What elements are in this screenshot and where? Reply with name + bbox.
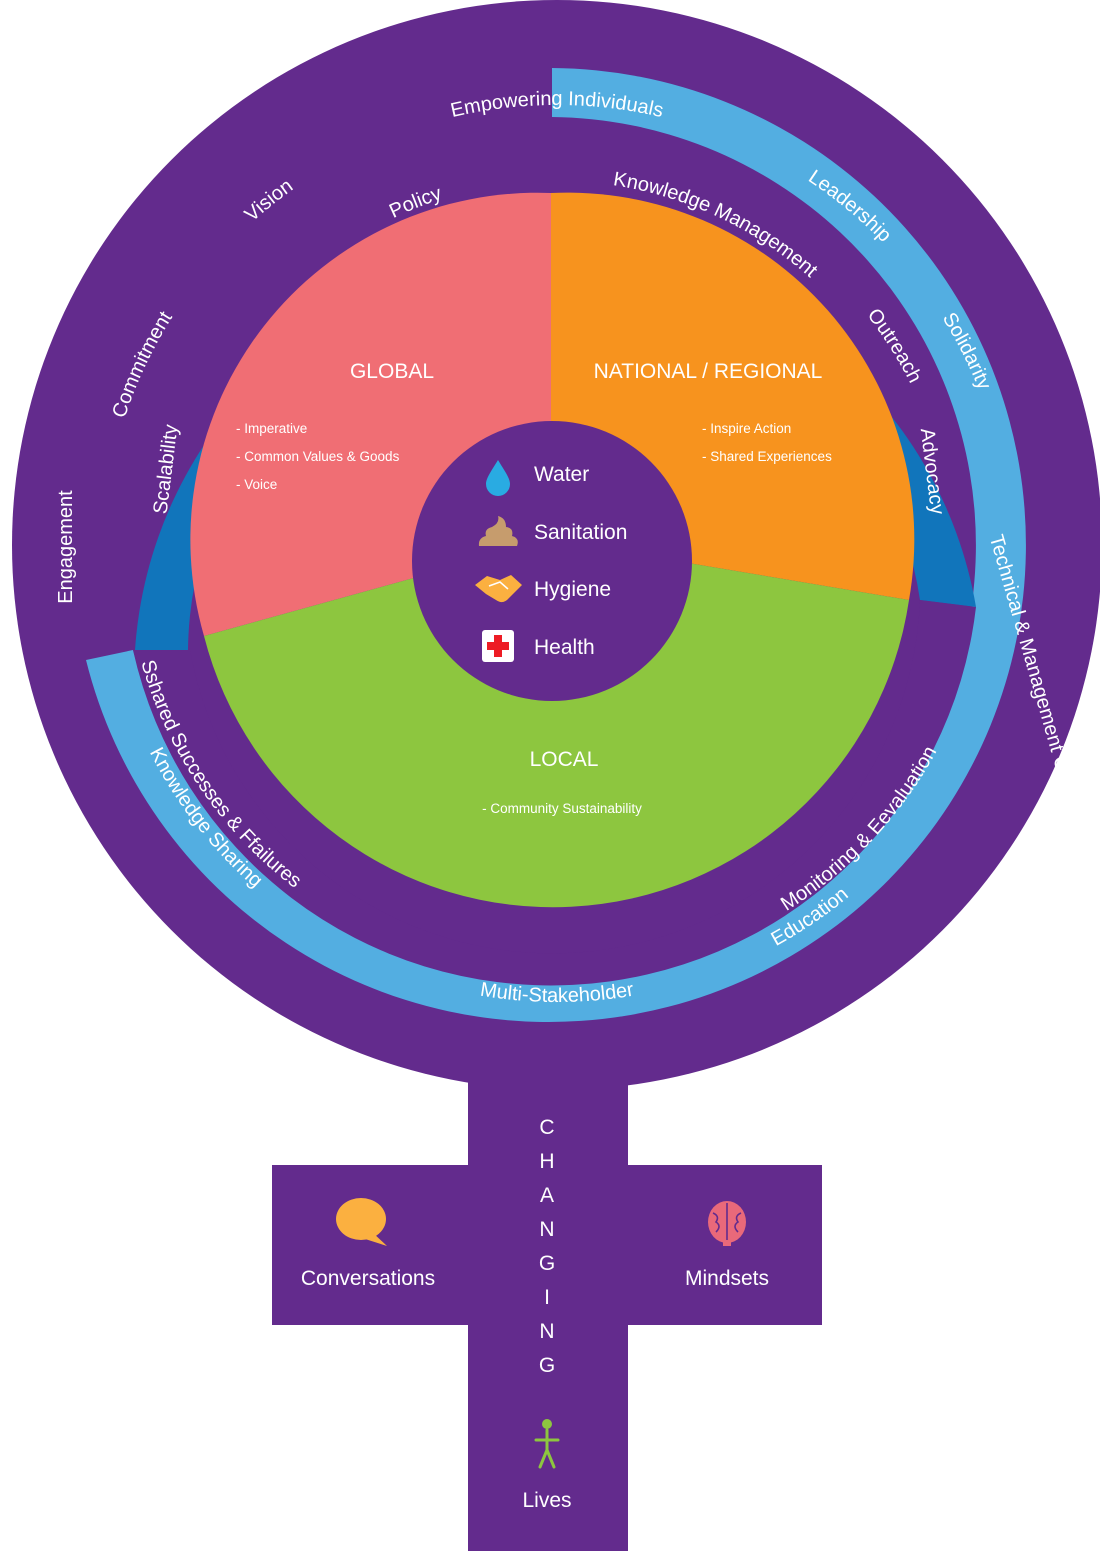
segment-national-title: NATIONAL / REGIONAL xyxy=(594,360,823,383)
core-item: Water xyxy=(486,460,589,496)
core-item: Hygiene xyxy=(475,575,611,603)
brain-icon xyxy=(708,1201,746,1246)
first-aid-icon xyxy=(482,630,514,662)
changing-letter: N xyxy=(539,1218,554,1241)
poop-icon xyxy=(478,516,518,546)
lives-label: Lives xyxy=(522,1489,571,1512)
segment-global-bullet: - Voice xyxy=(236,477,277,492)
segment-local xyxy=(204,540,909,908)
lives-item: Lives xyxy=(522,1419,572,1512)
segment-global-bullet: - Common Values & Goods xyxy=(236,449,400,464)
core-label-sanitation: Sanitation xyxy=(534,521,627,544)
speech-bubble-icon xyxy=(336,1198,387,1246)
changing-letter: G xyxy=(539,1354,555,1377)
water-drop-icon xyxy=(486,460,510,496)
core-item: Sanitation xyxy=(478,516,627,546)
mindsets-label: Mindsets xyxy=(685,1267,769,1290)
core-label-hygiene: Hygiene xyxy=(534,578,611,601)
core-label-water: Water xyxy=(534,463,589,486)
changing-letter: H xyxy=(539,1150,554,1173)
label-engagement: Engagement xyxy=(55,490,77,604)
conversations-item: Conversations xyxy=(301,1198,435,1290)
segment-local-title: LOCAL xyxy=(530,748,599,771)
core-item: Health xyxy=(482,630,595,662)
segment-global-bullet: - Imperative xyxy=(236,421,307,436)
person-icon xyxy=(534,1419,560,1469)
segment-national-bullet: - Shared Experiences xyxy=(702,449,832,464)
changing-letter: A xyxy=(540,1184,554,1207)
core-circle xyxy=(412,421,692,701)
segment-local-bullet: - Community Sustainability xyxy=(482,801,642,816)
conversations-label: Conversations xyxy=(301,1267,435,1290)
inner-purple-band xyxy=(133,600,976,986)
mindsets-item: Mindsets xyxy=(685,1201,769,1290)
handshake-icon xyxy=(475,575,522,603)
changing-letter: N xyxy=(539,1320,554,1343)
changing-letter: C xyxy=(539,1116,554,1139)
segment-national-bullet: - Inspire Action xyxy=(702,421,791,436)
segment-global-title: GLOBAL xyxy=(350,360,434,383)
changing-letter: G xyxy=(539,1252,555,1275)
core-label-health: Health xyxy=(534,636,595,659)
changing-letter: I xyxy=(544,1286,550,1309)
